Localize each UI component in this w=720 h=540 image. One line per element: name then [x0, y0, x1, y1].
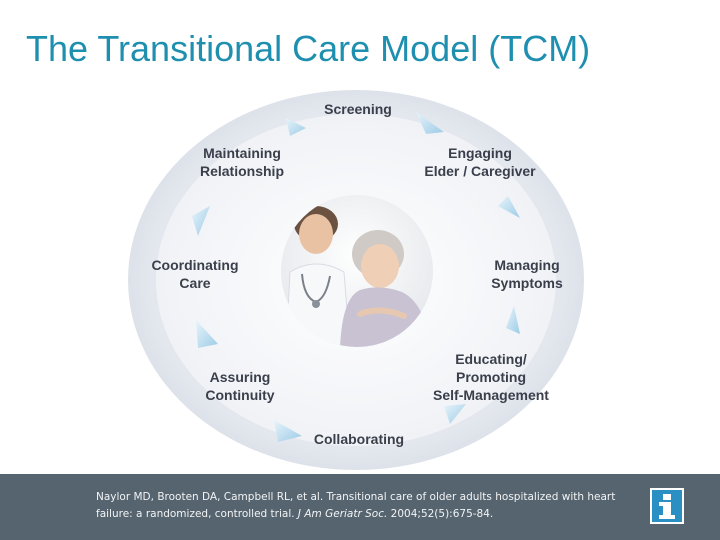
cycle-arrow-icon [286, 118, 306, 136]
cycle-arrow-icon [196, 320, 218, 348]
citation-end: 2004;52(5):675-84. [387, 508, 494, 520]
step-managing: Managing Symptoms [491, 257, 563, 291]
cycle-arrow-icon [416, 112, 444, 134]
step-engaging: Engaging Elder / Caregiver [424, 145, 536, 179]
citation-journal: J Am Geriatr Soc. [297, 508, 388, 520]
step-educating: Educating/ Promoting Self-Management [433, 351, 549, 403]
cycle-arrow-icon [192, 206, 210, 236]
cycle-arrow-icon [506, 306, 520, 334]
info-logo-icon [650, 488, 684, 524]
footer-bar: Naylor MD, Brooten DA, Campbell RL, et a… [0, 474, 720, 540]
step-screening: Screening [324, 101, 392, 117]
cycle-arrow-icon [274, 420, 302, 442]
cycle-arrow-icon [498, 196, 520, 218]
tcm-cycle-diagram: Screening Engaging Elder / Caregiver Man… [126, 88, 586, 472]
citation: Naylor MD, Brooten DA, Campbell RL, et a… [96, 489, 636, 523]
step-maintaining: Maintaining Relationship [199, 145, 284, 179]
step-assuring: Assuring Continuity [205, 369, 275, 403]
citation-main: Naylor MD, Brooten DA, Campbell RL, et a… [96, 491, 616, 520]
nurse-patient-photo [281, 195, 433, 347]
cycle-arrow-icon [444, 404, 466, 424]
slide-title: The Transitional Care Model (TCM) [26, 28, 591, 69]
step-collaborating: Collaborating [313, 431, 405, 447]
step-coordinating: Coordinating Care [151, 257, 239, 291]
